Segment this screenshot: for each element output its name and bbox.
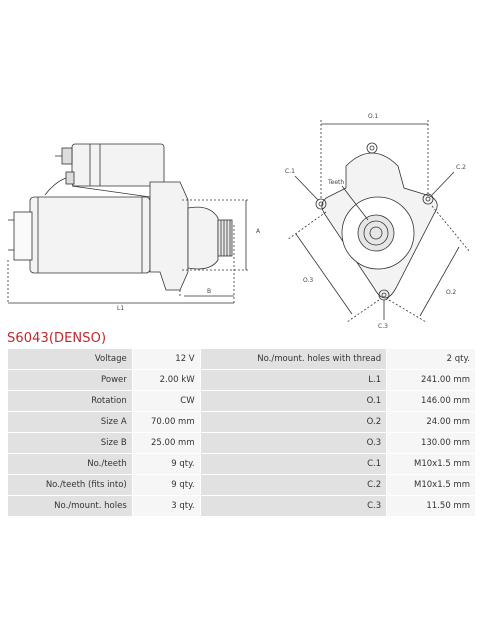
spec-value: 130.00 mm [386, 432, 476, 454]
spec-row: No./teeth (fits into) 9 qty. C.2 M10x1.5… [7, 474, 476, 496]
spec-value: 3 qty. [131, 495, 201, 517]
spec-value: 241.00 mm [386, 369, 476, 391]
side-view-drawing [7, 143, 250, 304]
dim-label-o2: O.2 [446, 289, 456, 296]
dim-label-b: B [207, 288, 211, 295]
dim-label-a: A [256, 228, 261, 235]
spec-row: No./mount. holes 3 qty. C.3 11.50 mm [7, 495, 476, 517]
spec-value: 11.50 mm [386, 495, 476, 517]
dim-label-l1: L1 [117, 305, 124, 312]
dim-label-o1: O.1 [368, 113, 378, 120]
spec-label: No./mount. holes [7, 495, 133, 517]
spec-label: C.1 [199, 453, 388, 475]
spec-row: No./teeth 9 qty. C.1 M10x1.5 mm [7, 453, 476, 475]
spec-label: Size B [7, 432, 133, 454]
spec-value: CW [131, 390, 201, 412]
specs-table: Voltage 12 V No./mount. holes with threa… [7, 348, 476, 517]
spec-value: 9 qty. [131, 453, 201, 475]
spec-value: 25.00 mm [131, 432, 201, 454]
spec-row: Size B 25.00 mm O.3 130.00 mm [7, 432, 476, 454]
spec-value: M10x1.5 mm [386, 453, 476, 475]
technical-drawing: A B L1 O.1 C.1 C.2 [7, 113, 471, 330]
spec-label: C.2 [199, 474, 388, 496]
spec-label: No./teeth [7, 453, 133, 475]
part-title: S6043(DENSO) [7, 331, 107, 346]
spec-label: O.3 [199, 432, 388, 454]
spec-value: 2 qty. [386, 348, 476, 370]
spec-row: Size A 70.00 mm O.2 24.00 mm [7, 411, 476, 433]
spec-label: C.3 [199, 495, 388, 517]
spec-label: O.1 [199, 390, 388, 412]
spec-value: 2.00 kW [131, 369, 201, 391]
spec-value: 9 qty. [131, 474, 201, 496]
spec-label: L.1 [199, 369, 388, 391]
spec-row: Rotation CW O.1 146.00 mm [7, 390, 476, 412]
spec-label: No./teeth (fits into) [7, 474, 133, 496]
spec-row: Power 2.00 kW L.1 241.00 mm [7, 369, 476, 391]
dim-label-o3: O.3 [303, 277, 313, 284]
spec-value: 12 V [131, 348, 201, 370]
spec-label: Size A [7, 411, 133, 433]
spec-label: No./mount. holes with thread [199, 348, 388, 370]
spec-value: 70.00 mm [131, 411, 201, 433]
dim-label-c1: C.1 [285, 168, 295, 175]
spec-label: Voltage [7, 348, 133, 370]
spec-label: Power [7, 369, 133, 391]
spec-value: M10x1.5 mm [386, 474, 476, 496]
spec-label: Rotation [7, 390, 133, 412]
dim-label-c2: C.2 [456, 164, 466, 171]
dim-label-teeth: Teeth [327, 179, 344, 186]
spec-value: 24.00 mm [386, 411, 476, 433]
spec-row: Voltage 12 V No./mount. holes with threa… [7, 348, 476, 370]
front-view-drawing [286, 120, 471, 323]
spec-value: 146.00 mm [386, 390, 476, 412]
dim-label-c3: C.3 [378, 323, 388, 330]
spec-label: O.2 [199, 411, 388, 433]
